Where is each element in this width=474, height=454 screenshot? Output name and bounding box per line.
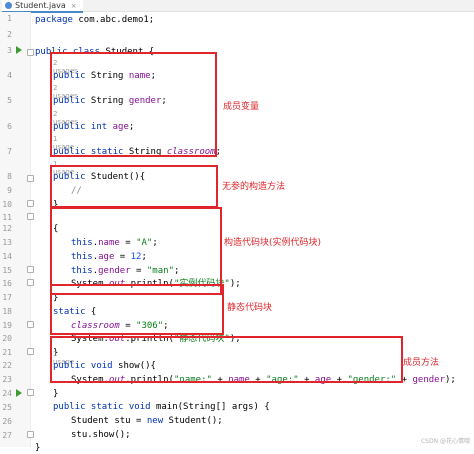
run-class-icon[interactable] <box>16 46 22 54</box>
java-class-icon <box>5 2 12 9</box>
annotation-no-arg-constructor: 无参的构造方法 <box>222 182 286 192</box>
line-number: 7 <box>7 147 12 156</box>
code-line: package com.abc.demo1; <box>35 15 155 25</box>
code-line: this.name = "A"; <box>71 238 158 248</box>
line-number: 1 <box>7 14 12 23</box>
fold-marker-icon[interactable] <box>27 389 34 396</box>
usage-hint[interactable]: 1 usage <box>53 135 75 151</box>
fold-marker-icon[interactable] <box>27 200 34 207</box>
static-block-box <box>50 284 224 335</box>
code-line: public static String classroom; <box>53 147 222 157</box>
usage-hint[interactable]: 1 usage <box>53 350 75 366</box>
close-tab-icon[interactable]: × <box>70 1 77 10</box>
annotation-instance-block: 构造代码块(实例代码块) <box>224 238 322 248</box>
code-line: public static void main(String[] args) { <box>53 402 270 412</box>
line-number: 24 <box>2 389 12 398</box>
code-line: } <box>35 443 41 453</box>
code-line: public String gender; <box>53 96 167 106</box>
constructor-box <box>50 165 218 208</box>
fold-marker-icon[interactable] <box>27 279 34 286</box>
code-line: System.out.println("name:" + name + "age… <box>71 375 456 385</box>
code-line: // <box>71 186 82 196</box>
line-number: 22 <box>2 361 12 370</box>
line-number: 3 <box>7 46 12 55</box>
fold-marker-icon[interactable] <box>27 175 34 182</box>
line-number: 18 <box>2 307 12 316</box>
line-number: 27 <box>2 431 12 440</box>
code-line: classroom = "306"; <box>71 321 169 331</box>
line-number: 10 <box>2 200 12 209</box>
code-line: public String name; <box>53 71 156 81</box>
line-number: 20 <box>2 334 12 343</box>
usage-hint[interactable]: 1 usage <box>53 160 75 176</box>
code-line: } <box>53 293 59 303</box>
code-line: } <box>53 200 59 210</box>
code-line: System.out.println("静态代码块"); <box>71 334 241 344</box>
fold-marker-icon[interactable] <box>27 49 34 56</box>
code-line: } <box>53 348 59 358</box>
code-line: static { <box>53 307 97 317</box>
line-number: 15 <box>2 266 12 275</box>
code-line: stu.show(); <box>71 430 131 440</box>
line-number: 2 <box>7 30 12 39</box>
instance-block-box <box>50 207 222 295</box>
code-line: public void show(){ <box>53 361 156 371</box>
run-main-icon[interactable] <box>16 389 22 397</box>
line-number: 9 <box>7 186 12 195</box>
fold-marker-icon[interactable] <box>27 431 34 438</box>
code-line: } <box>53 389 59 399</box>
line-number: 8 <box>7 172 12 181</box>
tab-student-java[interactable]: Student.java × <box>2 0 83 13</box>
code-line: Student stu = new Student(); <box>71 416 223 426</box>
line-number: 17 <box>2 293 12 302</box>
usage-hint[interactable]: 2 usages <box>53 110 78 126</box>
line-number: 23 <box>2 375 12 384</box>
code-line: public int age; <box>53 122 135 132</box>
editor-tab-bar: Student.java × <box>0 0 474 13</box>
line-number: 19 <box>2 321 12 330</box>
usage-hint[interactable]: 2 usages <box>53 84 78 100</box>
code-line: public Student(){ <box>53 172 146 182</box>
annotation-member-method: 成员方法 <box>403 358 440 368</box>
line-number: 14 <box>2 252 12 261</box>
line-number: 21 <box>2 348 12 357</box>
line-number: 4 <box>7 71 12 80</box>
code-line: this.age = 12; <box>71 252 147 262</box>
usage-hint[interactable]: 2 usages <box>53 59 78 75</box>
line-number: 26 <box>2 417 12 426</box>
line-number: 5 <box>7 96 12 105</box>
fold-marker-icon[interactable] <box>27 321 34 328</box>
line-number: 25 <box>2 403 12 412</box>
annotation-member-variables: 成员变量 <box>223 102 260 112</box>
line-number: 16 <box>2 279 12 288</box>
annotation-static-block: 静态代码块 <box>227 303 273 313</box>
fold-marker-icon[interactable] <box>27 266 34 273</box>
tab-title: Student.java <box>15 1 66 10</box>
fold-marker-icon[interactable] <box>27 213 34 220</box>
member-method-box <box>50 336 403 383</box>
line-number: 6 <box>7 122 12 131</box>
line-number: 13 <box>2 238 12 247</box>
code-line: this.gender = "man"; <box>71 266 180 276</box>
member-variables-box <box>50 52 217 157</box>
line-number: 12 <box>2 224 12 233</box>
watermark: CSDN @花心情哦 <box>420 438 470 445</box>
code-line: { <box>53 224 59 234</box>
fold-marker-icon[interactable] <box>27 348 34 355</box>
line-number: 11 <box>2 213 12 222</box>
line-number-gutter: 1 2 3 4 5 6 7 8 9 10 11 12 13 14 15 16 1… <box>0 12 34 447</box>
